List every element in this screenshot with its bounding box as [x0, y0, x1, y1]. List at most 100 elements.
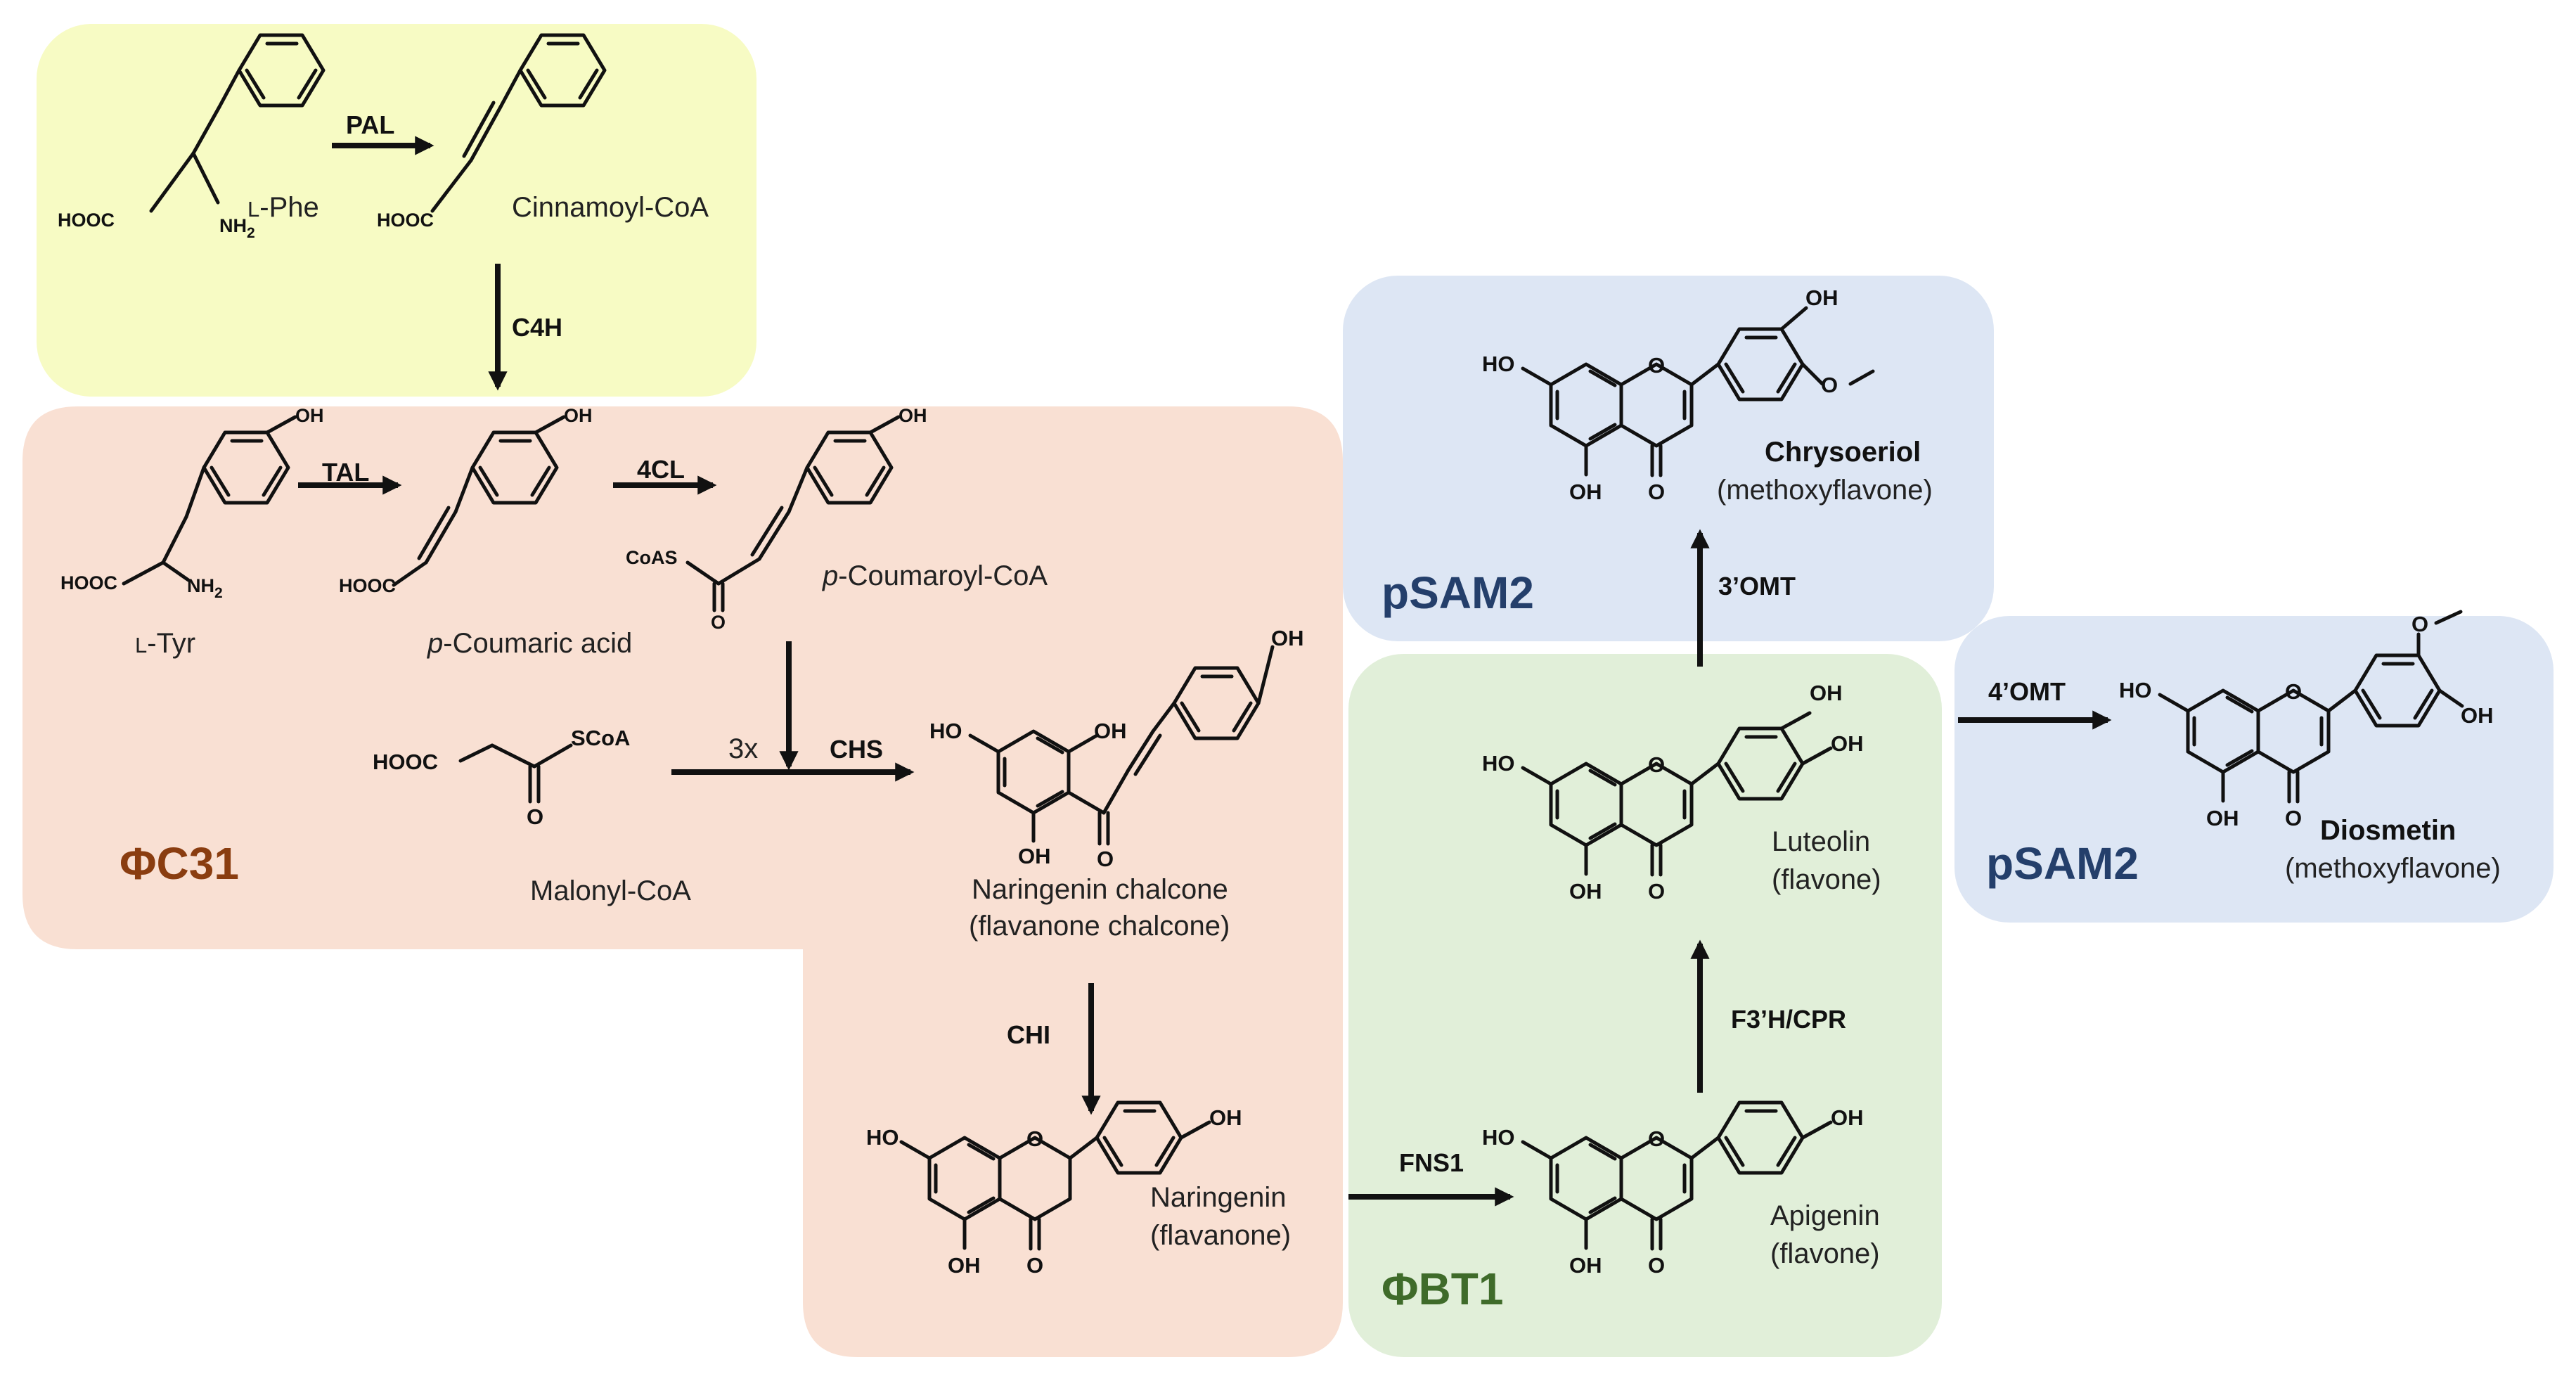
l-tyr-oh: OH	[295, 405, 324, 426]
l-tyr-nh: NH	[187, 575, 214, 596]
p-coumaroyl-coa-label: p-Coumaroyl-CoA	[822, 560, 1048, 591]
p-coumaroyl-coa-structure: OH CoAS O	[626, 405, 927, 633]
chrysoeriol-ho: HO	[1482, 352, 1515, 376]
naringenin-class: (flavanone)	[1150, 1220, 1291, 1251]
phi-c31-box	[22, 406, 1343, 1357]
apigenin-ho: HO	[1482, 1125, 1515, 1150]
apigenin-class: (flavone)	[1770, 1238, 1880, 1269]
l-tyr-structure: OH HOOC NH2	[60, 405, 324, 601]
cinnamoyl-coa-label: Cinnamoyl-CoA	[512, 192, 709, 223]
naringenin-chalcone-name: Naringenin chalcone	[972, 874, 1228, 905]
p-coumaroyl-o: O	[711, 612, 726, 633]
apigenin-oh-b: OH	[1831, 1105, 1864, 1130]
diosmetin-o-methoxy: O	[2411, 612, 2428, 636]
l-tyr-hooc: HOOC	[60, 572, 117, 593]
diosmetin-o-keto: O	[2285, 806, 2302, 830]
psam2-top-box	[1343, 276, 1994, 641]
l-phe-nh-sub: 2	[247, 225, 255, 241]
luteolin-structure: HO O OH O OH OH	[1482, 681, 1864, 904]
chs-stoich-label: 3x	[728, 733, 758, 764]
luteolin-o-keto: O	[1648, 879, 1665, 904]
chrysoeriol-structure: HO O OH O OH O	[1482, 285, 1875, 504]
p-coumaroyl-rest: -Coumaroyl-CoA	[838, 560, 1048, 591]
naringenin-name: Naringenin	[1150, 1182, 1286, 1213]
pal-label: PAL	[346, 110, 394, 139]
psam2-right-box	[1954, 616, 2554, 923]
phi-c31-label: ΦC31	[120, 838, 239, 889]
p-coumaric-acid-label: p-Coumaric acid	[427, 628, 632, 659]
p-coumaric-hooc: HOOC	[339, 575, 396, 596]
chalcone-oh-b: OH	[1271, 626, 1304, 650]
luteolin-ho: HO	[1482, 751, 1515, 776]
l-phe-prefix: L	[247, 197, 259, 221]
diosmetin-ho: HO	[2119, 678, 2152, 702]
cinnamoyl-hooc: HOOC	[377, 210, 434, 231]
diosmetin-o-ring: O	[2285, 679, 2302, 704]
naringenin-o-ring: O	[1026, 1126, 1043, 1151]
chrysoeriol-o-keto: O	[1648, 480, 1665, 504]
p-coumaroyl-oh: OH	[899, 405, 927, 426]
4cl-label: 4CL	[637, 455, 685, 484]
p-coumaroyl-italic: p	[822, 560, 838, 591]
diosmetin-name: Diosmetin	[2320, 815, 2456, 846]
luteolin-oh-3p: OH	[1810, 681, 1843, 705]
l-phe-nh: NH	[219, 215, 247, 236]
phi-bt1-label: ΦBT1	[1382, 1264, 1503, 1314]
chalcone-oh-top: OH	[1094, 719, 1127, 743]
p-coumaric-oh: OH	[564, 405, 593, 426]
chalcone-o: O	[1097, 847, 1114, 871]
fns1-label: FNS1	[1399, 1148, 1464, 1177]
chrysoeriol-name: Chrysoeriol	[1765, 437, 1921, 468]
luteolin-name: Luteolin	[1772, 826, 1870, 857]
l-phe-hooc: HOOC	[58, 210, 115, 231]
diosmetin-oh-3p: OH	[2461, 703, 2494, 728]
psam2-right-label: pSAM2	[1986, 838, 2139, 889]
l-phe-structure: HOOC NH2	[58, 33, 326, 241]
diosmetin-structure: HO O OH O O OH	[2119, 610, 2494, 830]
chrysoeriol-o-methoxy: O	[1821, 373, 1838, 397]
luteolin-o-ring: O	[1648, 752, 1665, 777]
4omt-label: 4’OMT	[1988, 677, 2066, 706]
chrysoeriol-o-ring: O	[1648, 353, 1665, 378]
naringenin-ho: HO	[866, 1125, 899, 1150]
malonyl-hooc: HOOC	[373, 750, 438, 774]
malonyl-coa-structure: HOOC SCoA O	[373, 726, 630, 829]
p-coumaric-rest: -Coumaric acid	[443, 628, 632, 659]
luteolin-oh-5: OH	[1569, 879, 1602, 904]
chalcone-ho: HO	[929, 719, 962, 743]
chrysoeriol-oh-5: OH	[1569, 480, 1602, 504]
3omt-label: 3’OMT	[1718, 572, 1796, 600]
chalcone-oh-bottom: OH	[1018, 844, 1051, 868]
l-tyr-nh-sub: 2	[214, 585, 223, 601]
naringenin-o-keto: O	[1026, 1253, 1043, 1278]
diosmetin-class: (methoxyflavone)	[2285, 853, 2501, 884]
diosmetin-oh-5: OH	[2206, 806, 2239, 830]
cinnamoyl-coa-structure: HOOC	[377, 33, 607, 231]
apigenin-o-keto: O	[1648, 1253, 1665, 1278]
naringenin-oh-5: OH	[948, 1253, 981, 1278]
p-coumaroyl-coas: CoAS	[626, 547, 678, 568]
apigenin-o-ring: O	[1648, 1126, 1665, 1151]
l-phe-name: -Phe	[259, 192, 319, 223]
naringenin-chalcone-structure: HO OH OH O OH	[929, 626, 1304, 871]
psam2-top-label: pSAM2	[1382, 567, 1534, 618]
p-coumaric-acid-structure: OH HOOC	[339, 405, 593, 596]
yellow-box	[37, 24, 756, 397]
svg-text:NH2: NH2	[187, 575, 223, 601]
malonyl-coa-label: Malonyl-CoA	[530, 875, 691, 906]
chs-label: CHS	[830, 735, 883, 764]
f3h-cpr-label: F3’H/CPR	[1731, 1005, 1846, 1034]
apigenin-name: Apigenin	[1770, 1200, 1880, 1231]
l-tyr-label: L-Tyr	[135, 628, 195, 659]
apigenin-oh-5: OH	[1569, 1253, 1602, 1278]
p-coumaric-italic: p	[427, 628, 443, 659]
luteolin-oh-4p: OH	[1831, 731, 1864, 756]
chi-label: CHI	[1007, 1020, 1050, 1049]
apigenin-structure: HO O OH O OH	[1482, 1103, 1864, 1278]
naringenin-oh-b: OH	[1209, 1105, 1242, 1130]
chrysoeriol-oh-4p: OH	[1805, 285, 1838, 310]
l-tyr-name: -Tyr	[147, 628, 195, 659]
phi-bt1-box	[1348, 654, 1942, 1357]
l-tyr-prefix: L	[135, 633, 147, 657]
